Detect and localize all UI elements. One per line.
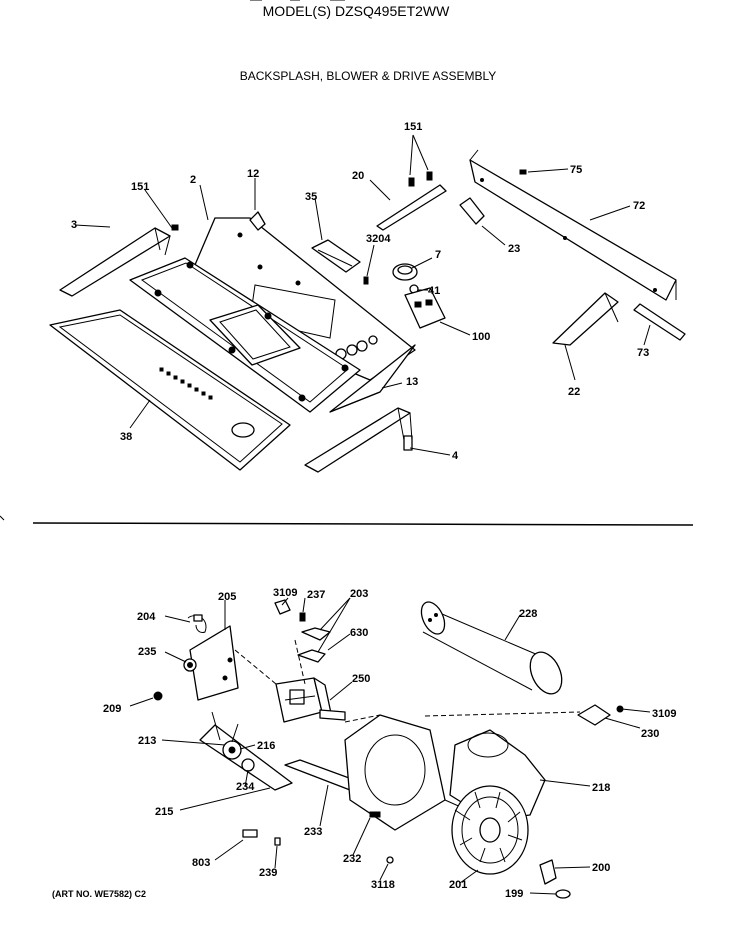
duct-228 <box>420 601 563 695</box>
clip-12 <box>249 211 266 231</box>
callout-239: 239 <box>259 867 277 879</box>
bottom-leader-lines <box>129 597 651 895</box>
callout-20: 20 <box>352 170 364 182</box>
blower-wheel-201 <box>451 785 529 875</box>
callout-151: 151 <box>404 121 422 133</box>
top-leader-lines <box>74 134 651 456</box>
callout-3109: 3109 <box>652 708 676 720</box>
rail-72 <box>469 159 677 301</box>
washer-209 <box>153 691 163 701</box>
callout-218: 218 <box>592 782 610 794</box>
callout-3204: 3204 <box>366 233 391 245</box>
endcap-4 <box>304 407 411 473</box>
callout-237: 237 <box>307 589 325 601</box>
section-title: BACKSPLASH, BLOWER & DRIVE ASSEMBLY <box>240 69 497 83</box>
callout-250: 250 <box>352 673 370 685</box>
callout-209: 209 <box>103 703 121 715</box>
callout-7: 7 <box>435 249 441 261</box>
art-number: (ART NO. WE7582) C2 <box>52 889 146 899</box>
bracket-205 <box>189 625 239 701</box>
gusset-22 <box>552 292 619 346</box>
callout-72: 72 <box>633 200 645 212</box>
callout-215: 215 <box>155 806 173 818</box>
callout-22: 22 <box>568 386 580 398</box>
callout-230: 230 <box>641 728 659 740</box>
callout-4: 4 <box>452 450 459 462</box>
callout-630: 630 <box>350 627 368 639</box>
bottom-callouts: 205 204 3109 237 203 228 630 235 250 209… <box>103 587 676 900</box>
blower-drive-assembly <box>153 599 624 899</box>
model-title: MODEL(S) DZSQ495ET2WW <box>263 3 450 19</box>
motor-250 <box>275 677 346 723</box>
callout-228: 228 <box>519 608 537 620</box>
callout-35: 35 <box>305 191 317 203</box>
clamp-230 <box>577 704 611 726</box>
blower-housing-218 <box>344 714 546 831</box>
callout-151: 151 <box>131 181 149 193</box>
callout-75: 75 <box>570 164 582 176</box>
callout-216: 216 <box>257 740 275 752</box>
callout-23: 23 <box>508 243 520 255</box>
callout-73: 73 <box>637 347 649 359</box>
connector-35 <box>311 239 361 273</box>
strip-73 <box>633 303 686 341</box>
callout-204: 204 <box>137 611 156 623</box>
callout-2: 2 <box>190 174 196 186</box>
callout-100: 100 <box>472 331 490 343</box>
top-callouts: 151 151 2 12 20 75 3 35 72 23 3204 7 41 … <box>71 121 649 462</box>
callout-13: 13 <box>406 376 418 388</box>
section-divider <box>32 522 694 526</box>
callout-233: 233 <box>304 826 322 838</box>
callout-201: 201 <box>449 879 467 891</box>
bracket-20 <box>376 184 447 231</box>
bracket-200 <box>539 859 557 885</box>
overlay-buttons <box>159 367 213 400</box>
callout-200: 200 <box>592 862 610 874</box>
callout-803: 803 <box>192 857 210 869</box>
callout-232: 232 <box>343 853 361 865</box>
screw-151 <box>408 177 415 187</box>
callout-203: 203 <box>350 588 368 600</box>
callout-3118: 3118 <box>371 879 395 891</box>
callout-213: 213 <box>138 735 156 747</box>
nut-234 <box>241 758 255 772</box>
callout-205: 205 <box>218 591 236 603</box>
overlay-38 <box>49 309 291 471</box>
callout-3: 3 <box>71 219 77 231</box>
callout-235: 235 <box>138 646 156 658</box>
callout-199: 199 <box>505 888 523 900</box>
callout-12: 12 <box>247 168 259 180</box>
backsplash-assembly <box>49 149 686 473</box>
callout-234: 234 <box>236 781 255 793</box>
callout-41: 41 <box>428 285 440 297</box>
bracket-23 <box>459 197 485 225</box>
display-window <box>209 304 301 366</box>
arm-215 <box>199 724 293 791</box>
callout-38: 38 <box>120 431 132 443</box>
callout-3109: 3109 <box>273 587 297 599</box>
